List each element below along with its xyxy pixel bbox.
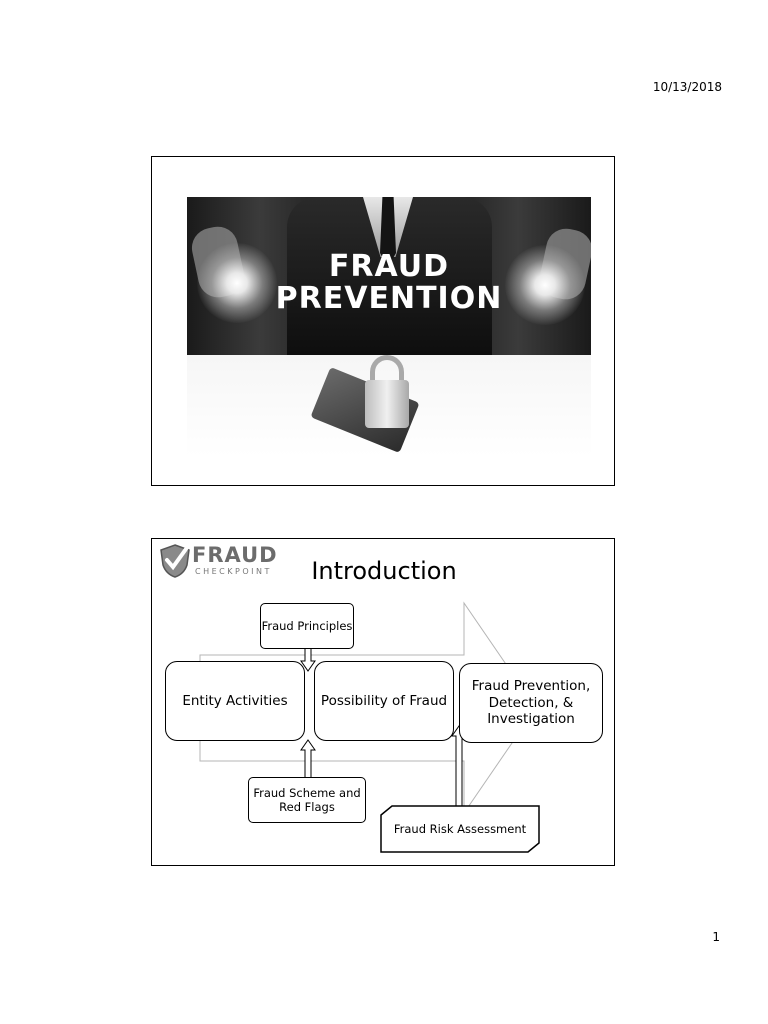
- left-light-glow: [197, 243, 277, 323]
- fraud-checkpoint-logo: FRAUD CHECKPOINT: [158, 543, 278, 581]
- padlock-icon: [365, 380, 409, 428]
- logo-subtitle: CHECKPOINT: [195, 567, 272, 576]
- fraud-principles-box: Fraud Principles: [260, 603, 354, 649]
- slide-introduction: FRAUD CHECKPOINT Introduction Entity Act…: [151, 538, 615, 866]
- fraud-prevention-box: Fraud Prevention, Detection, & Investiga…: [459, 663, 603, 743]
- up-arrow-icon: [300, 739, 316, 779]
- slide-fraud-prevention: FRAUD PREVENTION: [151, 156, 615, 486]
- slide-title: Introduction: [311, 557, 457, 585]
- banner-title-line1: FRAUD: [328, 249, 450, 284]
- right-light-glow: [505, 245, 585, 325]
- logo-word: FRAUD: [192, 543, 278, 567]
- tie-icon: [380, 197, 396, 267]
- possibility-of-fraud-box: Possibility of Fraud: [314, 661, 454, 741]
- card-lock-image: [187, 355, 591, 457]
- page-number: 1: [712, 930, 720, 944]
- fraud-risk-assessment-box: Fraud Risk Assessment: [393, 821, 527, 836]
- banner-title-line2: PREVENTION: [275, 281, 503, 316]
- shield-check-icon: [160, 544, 190, 578]
- padlock-shackle: [370, 355, 404, 387]
- down-arrow-icon: [300, 647, 316, 672]
- entity-activities-box: Entity Activities: [165, 661, 305, 741]
- document-date: 10/13/2018: [652, 80, 722, 94]
- fraud-prevention-banner-image: FRAUD PREVENTION: [187, 197, 591, 355]
- fraud-scheme-box: Fraud Scheme and Red Flags: [248, 777, 366, 823]
- risk-assessment-shape: [380, 805, 540, 853]
